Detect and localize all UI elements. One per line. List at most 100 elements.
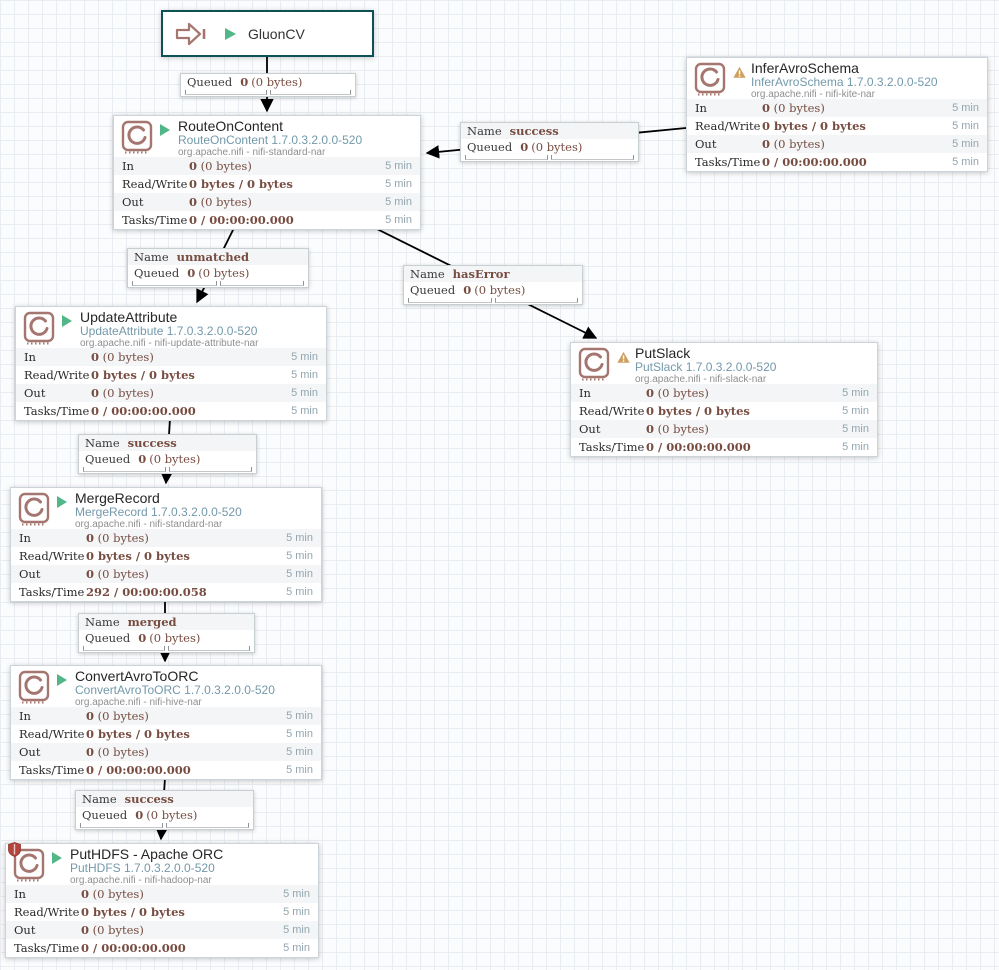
warning-status-icon <box>617 351 630 363</box>
queue-fill-indicator <box>79 646 254 652</box>
processor-icon <box>578 347 610 381</box>
processor-type-version: PutHDFS 1.7.0.3.2.0.0-520 <box>70 861 215 875</box>
connection-queued: Queued 0 (0 bytes) <box>85 631 201 645</box>
stat-row: In 0 (0 bytes) 5 min <box>571 384 877 402</box>
stat-row: Read/Write 0 bytes / 0 bytes 5 min <box>24 368 318 382</box>
connection-label-gluoncv[interactable]: Queued 0 (0 bytes) <box>180 73 356 97</box>
stat-row: Read/Write 0 bytes / 0 bytes 5 min <box>14 905 310 919</box>
processor-bundle: org.apache.nifi - nifi-hive-nar <box>75 697 202 708</box>
processor-bundle: org.apache.nifi - nifi-standard-nar <box>75 519 223 530</box>
queue-fill-indicator <box>76 823 253 829</box>
run-status-icon <box>57 674 67 686</box>
stat-row: Out 0 (0 bytes) 5 min <box>6 921 318 939</box>
processor-mergerecord[interactable]: MergeRecord MergeRecord 1.7.0.3.2.0.0-52… <box>10 487 322 602</box>
processor-type-version: PutSlack 1.7.0.3.2.0.0-520 <box>635 360 777 374</box>
stat-row: Tasks/Time 292 / 00:00:00.058 5 min <box>19 585 313 599</box>
processor-bundle: org.apache.nifi - nifi-hadoop-nar <box>70 875 212 886</box>
processor-name: MergeRecord <box>75 491 160 506</box>
processor-type-version: MergeRecord 1.7.0.3.2.0.0-520 <box>75 505 242 519</box>
input-port-gluoncv[interactable]: GluonCV <box>161 10 374 57</box>
processor-type-version: RouteOnContent 1.7.0.3.2.0.0-520 <box>178 133 363 147</box>
stat-row: Out 0 (0 bytes) 5 min <box>11 743 321 761</box>
stat-row: Read/Write 0 bytes / 0 bytes 5 min <box>122 177 412 191</box>
stat-row: In 0 (0 bytes) 5 min <box>6 885 318 903</box>
connection-queued: Queued 0 (0 bytes) <box>82 808 198 822</box>
restricted-shield-icon <box>8 842 21 857</box>
stat-row: Out 0 (0 bytes) 5 min <box>114 193 420 211</box>
processor-name: InferAvroSchema <box>751 61 859 76</box>
processor-icon <box>121 120 153 154</box>
queue-fill-indicator <box>404 298 582 304</box>
run-status-icon <box>62 315 72 327</box>
stat-row: In 0 (0 bytes) 5 min <box>114 157 420 175</box>
processor-routeoncontent[interactable]: RouteOnContent RouteOnContent 1.7.0.3.2.… <box>113 115 421 230</box>
processor-name: UpdateAttribute <box>80 310 178 325</box>
queue-fill-indicator <box>461 155 638 161</box>
processor-puthdfs[interactable]: PutHDFS - Apache ORC PutHDFS 1.7.0.3.2.0… <box>5 842 319 958</box>
processor-type-version: InferAvroSchema 1.7.0.3.2.0.0-520 <box>751 75 938 89</box>
stat-row: Out 0 (0 bytes) 5 min <box>687 135 987 153</box>
processor-bundle: org.apache.nifi - nifi-kite-nar <box>751 89 875 100</box>
warning-status-icon <box>733 66 746 78</box>
processor-icon <box>694 62 726 96</box>
processor-icon <box>23 311 55 345</box>
connection-queued: Queued 0 (0 bytes) <box>85 452 201 466</box>
processor-name: PutSlack <box>635 346 691 361</box>
run-status-icon <box>225 27 236 40</box>
processor-convertavrotoorc[interactable]: ConvertAvroToORC ConvertAvroToORC 1.7.0.… <box>10 665 322 780</box>
stat-row: Read/Write 0 bytes / 0 bytes 5 min <box>19 727 313 741</box>
processor-bundle: org.apache.nifi - nifi-standard-nar <box>178 147 326 158</box>
processor-name: ConvertAvroToORC <box>75 669 199 684</box>
processor-bundle: org.apache.nifi - nifi-update-attribute-… <box>80 338 259 349</box>
connection-queued: Queued 0 (0 bytes) <box>467 140 583 154</box>
processor-type-version: UpdateAttribute 1.7.0.3.2.0.0-520 <box>80 324 258 338</box>
stat-row: Read/Write 0 bytes / 0 bytes 5 min <box>579 404 869 418</box>
connection-queued: Queued 0 (0 bytes) <box>134 266 250 280</box>
connection-queued: Queued 0 (0 bytes) <box>187 75 303 89</box>
input-port-name: GluonCV <box>248 25 305 42</box>
stat-row: Tasks/Time 0 / 00:00:00.000 5 min <box>14 941 310 955</box>
stat-row: Tasks/Time 0 / 00:00:00.000 5 min <box>695 155 979 169</box>
processor-icon <box>18 670 50 704</box>
connection-queued: Queued 0 (0 bytes) <box>410 283 526 297</box>
stat-row: Tasks/Time 0 / 00:00:00.000 5 min <box>122 213 412 227</box>
stat-row: In 0 (0 bytes) 5 min <box>11 529 321 547</box>
stat-row: Tasks/Time 0 / 00:00:00.000 5 min <box>19 763 313 777</box>
queue-fill-indicator <box>128 281 308 287</box>
stat-row: In 0 (0 bytes) 5 min <box>11 707 321 725</box>
stat-row: Tasks/Time 0 / 00:00:00.000 5 min <box>24 404 318 418</box>
processor-type-version: ConvertAvroToORC 1.7.0.3.2.0.0-520 <box>75 683 275 697</box>
processor-name: PutHDFS - Apache ORC <box>70 847 224 862</box>
stat-row: Out 0 (0 bytes) 5 min <box>11 565 321 583</box>
processor-inferavroschema[interactable]: InferAvroSchema InferAvroSchema 1.7.0.3.… <box>686 57 988 172</box>
processor-bundle: org.apache.nifi - nifi-slack-nar <box>635 374 767 385</box>
input-port-icon <box>175 22 206 45</box>
run-status-icon <box>160 124 170 136</box>
processor-icon <box>18 492 50 526</box>
stat-row: Out 0 (0 bytes) 5 min <box>571 420 877 438</box>
processor-putslack[interactable]: PutSlack PutSlack 1.7.0.3.2.0.0-520 org.… <box>570 342 878 457</box>
run-status-icon <box>52 852 62 864</box>
stat-row: Tasks/Time 0 / 00:00:00.000 5 min <box>579 440 869 454</box>
stat-row: Out 0 (0 bytes) 5 min <box>16 384 326 402</box>
processor-updateattribute[interactable]: UpdateAttribute UpdateAttribute 1.7.0.3.… <box>15 306 327 421</box>
stat-row: In 0 (0 bytes) 5 min <box>687 99 987 117</box>
processor-name: RouteOnContent <box>178 119 284 134</box>
stat-row: Read/Write 0 bytes / 0 bytes 5 min <box>695 119 979 133</box>
stat-row: Read/Write 0 bytes / 0 bytes 5 min <box>19 549 313 563</box>
stat-row: In 0 (0 bytes) 5 min <box>16 348 326 366</box>
queue-fill-indicator <box>79 467 256 473</box>
